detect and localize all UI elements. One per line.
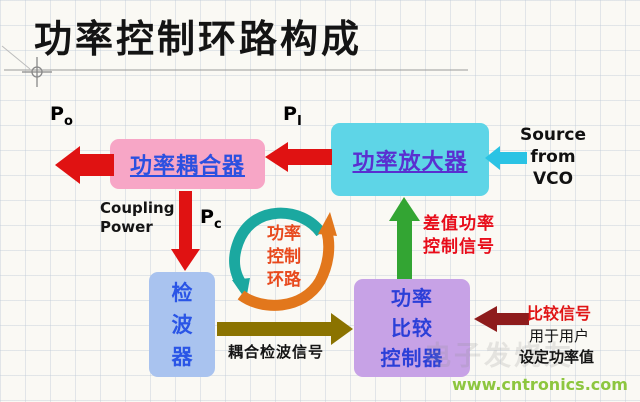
coupler-label: 功率耦合器 [129,154,245,179]
comparator-box: 功率 比较 控制器 [354,279,470,377]
detector-char-1: 检 [171,280,193,305]
user-note-line1: 用于用户 [529,327,590,345]
coupled-detect-signal-label: 耦合检波信号 [228,343,325,361]
p-c-label: Pc [200,206,222,232]
user-note-line2: 设定功率值 [519,348,595,366]
detector-char-2: 波 [171,312,193,337]
site-watermark: www.cntronics.com [452,375,628,394]
arrow-comparator-to-amplifier [389,197,420,279]
arrow-p-in [265,142,332,172]
amplifier-label: 功率放大器 [352,149,468,175]
arrow-compare-signal [474,306,529,332]
power-control-loop-label: 功率 控制 环路 [267,224,301,290]
comparator-line-2: 比较 [391,316,433,340]
comparator-line-1: 功率 [391,286,433,310]
coupling-power-label: Coupling Power [100,199,175,236]
source-from-vco-label: Source from VCO [519,125,587,189]
p-out-label: Po [50,103,73,129]
amplifier-box: 功率放大器 [331,123,489,196]
comparator-line-3: 控制器 [380,346,444,370]
page-title: 功率控制环路构成 [34,17,363,61]
diff-power-control-signal-label: 差值功率 控制信号 [423,214,495,257]
arrow-p-out [55,146,114,184]
p-in-label: PI [283,103,302,129]
compare-signal-label: 比较信号 [527,304,592,323]
coupler-box: 功率耦合器 [110,139,265,189]
detector-char-3: 器 [171,344,193,369]
detector-box: 检 波 器 [149,272,215,377]
faint-watermark: 电子发烧友 [424,341,574,372]
